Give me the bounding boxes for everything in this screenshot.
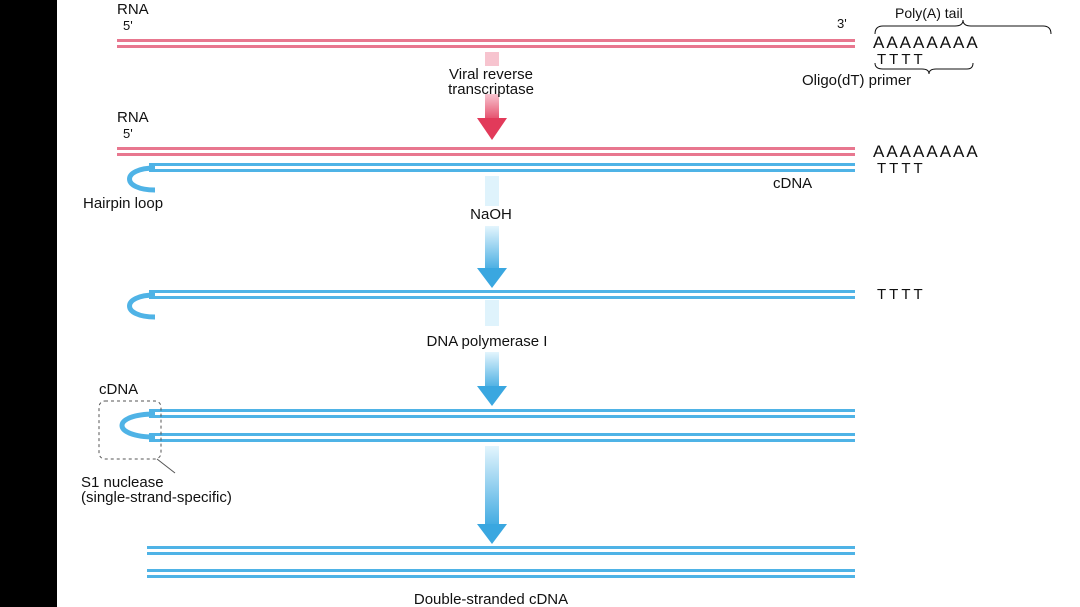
hairpin-loop-step2 [127,165,156,193]
naoh-label: NaOH [470,206,512,223]
s1-nuclease-label: S1 nuclease [81,474,164,491]
rna-strand-step1 [117,39,855,48]
rna-strand-step2 [117,147,855,156]
cdna-strand-step3 [149,290,855,299]
cdna-strand-step2 [149,163,855,172]
hairpin-loop-label: Hairpin loop [83,195,163,212]
s1-nuclease-specificity-label: (single-strand-specific) [81,489,232,506]
diagram-canvas: RNA 5' 3' Poly(A) tail AAAAAAAA TTTT Oli… [57,0,1080,607]
polya-sequence-step1: AAAAAAAA [873,33,980,52]
cdna-synthesis-diagram: RNA 5' 3' Poly(A) tail AAAAAAAA TTTT Oli… [81,1,1052,607]
s1-nuclease-pointer [156,458,176,474]
enzyme-label-line1: Viral reverse [449,66,533,83]
rna-label-step2: RNA [117,109,149,126]
cdna-lower-strand-step4 [149,433,855,442]
oligo-dt-primer-label: Oligo(dT) primer [802,72,911,89]
naoh-arrow [477,176,507,288]
s1-nuclease-target-box [98,400,162,460]
five-prime-label-step1: 5' [123,18,133,33]
primer-sequence-step1: TTTT [877,51,926,68]
cdna-label-step2: cDNA [773,175,812,192]
polya-brace [874,19,1052,35]
double-stranded-cdna-label: Double-stranded cDNA [414,591,568,607]
polya-tail-label: Poly(A) tail [895,5,963,21]
enzyme-label-line2: transcriptase [448,81,534,98]
three-prime-label-step1: 3' [837,16,847,31]
dna-polymerase-label: DNA polymerase I [427,333,548,350]
five-prime-label-step2: 5' [123,126,133,141]
polya-sequence-step2: AAAAAAAA [873,142,980,161]
hairpin-loop-step3 [127,292,156,320]
hairpin-loop-step4 [119,411,156,440]
primer-sequence-step2: TTTT [877,160,926,177]
primer-brace [874,62,974,75]
dna-polymerase-arrow [477,300,507,406]
double-stranded-cdna-upper [147,546,855,555]
s1-nuclease-arrow [477,446,507,544]
rna-label-step1: RNA [117,1,149,18]
reverse-transcriptase-arrow [477,52,507,140]
cdna-label-step4: cDNA [99,381,138,398]
primer-sequence-step3: TTTT [877,286,926,303]
cdna-upper-strand-step4 [149,409,855,418]
double-stranded-cdna-lower [147,569,855,578]
